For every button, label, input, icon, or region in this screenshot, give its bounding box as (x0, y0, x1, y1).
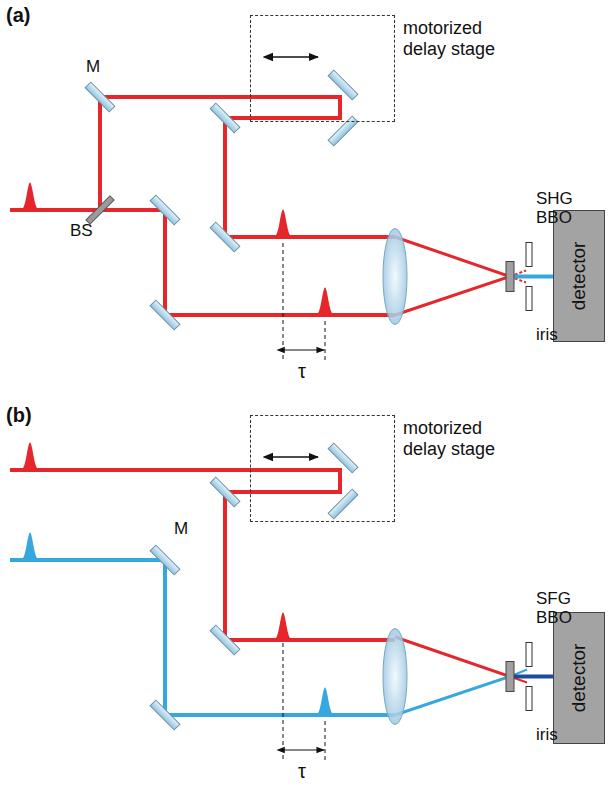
stage-label: motorized delay stage (403, 418, 521, 459)
laser-beam (395, 237, 510, 277)
pulse (311, 688, 339, 715)
iris-label: iris (536, 326, 558, 345)
delay-symbol: τ (298, 760, 306, 782)
detector-label: detector (568, 644, 590, 713)
laser-beam (395, 637, 510, 677)
panel-letter: (a) (6, 4, 30, 26)
iris-label: iris (536, 726, 558, 745)
mirror-label: M (86, 58, 100, 77)
laser-beam (100, 210, 395, 315)
iris-blade (526, 287, 532, 311)
travel-arrow (272, 456, 318, 458)
laser-beam (510, 675, 553, 679)
detector-label: detector (568, 242, 590, 311)
crystal-label: SHG BBO (536, 190, 580, 227)
mirror (328, 116, 358, 146)
crystal-label: SFG BBO (536, 590, 580, 627)
laser-beam (10, 470, 395, 640)
pulse (311, 288, 339, 315)
pulse (16, 443, 44, 470)
beams (10, 97, 553, 715)
mirror (210, 103, 240, 133)
detector-box: detector (553, 210, 605, 342)
laser-beam (510, 275, 553, 279)
iris-blade (526, 687, 532, 711)
iris-blade (526, 643, 532, 667)
delay-marker (283, 643, 284, 762)
delay-symbol: τ (298, 360, 306, 382)
mirror (328, 489, 358, 519)
delay-marker (283, 243, 284, 362)
delay-marker (325, 721, 326, 762)
delay-arrow (284, 349, 324, 350)
lens (383, 229, 407, 325)
stage-label: motorized delay stage (403, 18, 521, 59)
mirror (210, 477, 240, 507)
bbo-crystal (506, 262, 514, 292)
travel-arrow (272, 56, 318, 58)
mirror (328, 70, 358, 100)
lens (383, 629, 407, 725)
delay-stage: motorized delay stage (250, 15, 395, 122)
beamsplitter-label: BS (70, 222, 93, 241)
mirror (150, 195, 180, 225)
pulse (16, 533, 44, 560)
laser-beam (10, 560, 395, 715)
mirror (210, 222, 240, 252)
detector-box: detector (553, 612, 605, 744)
delay-marker (325, 321, 326, 362)
laser-beam (10, 97, 395, 237)
panel-letter: (b) (6, 404, 32, 426)
bbo-crystal (506, 662, 514, 692)
pulse (269, 613, 297, 640)
beam-splitter (86, 196, 114, 224)
delay-stage: motorized delay stage (250, 415, 395, 522)
mirror (150, 700, 180, 730)
mirror (210, 625, 240, 655)
pulse (16, 183, 44, 210)
laser-beam (395, 677, 510, 716)
mirror (150, 545, 180, 575)
iris-blade (526, 243, 532, 267)
mirror-label: M (174, 520, 188, 539)
mirror (328, 443, 358, 473)
mirror (150, 300, 180, 330)
laser-beam (395, 277, 510, 316)
delay-arrow (284, 749, 324, 750)
pulse (269, 210, 297, 237)
mirror (85, 82, 115, 112)
